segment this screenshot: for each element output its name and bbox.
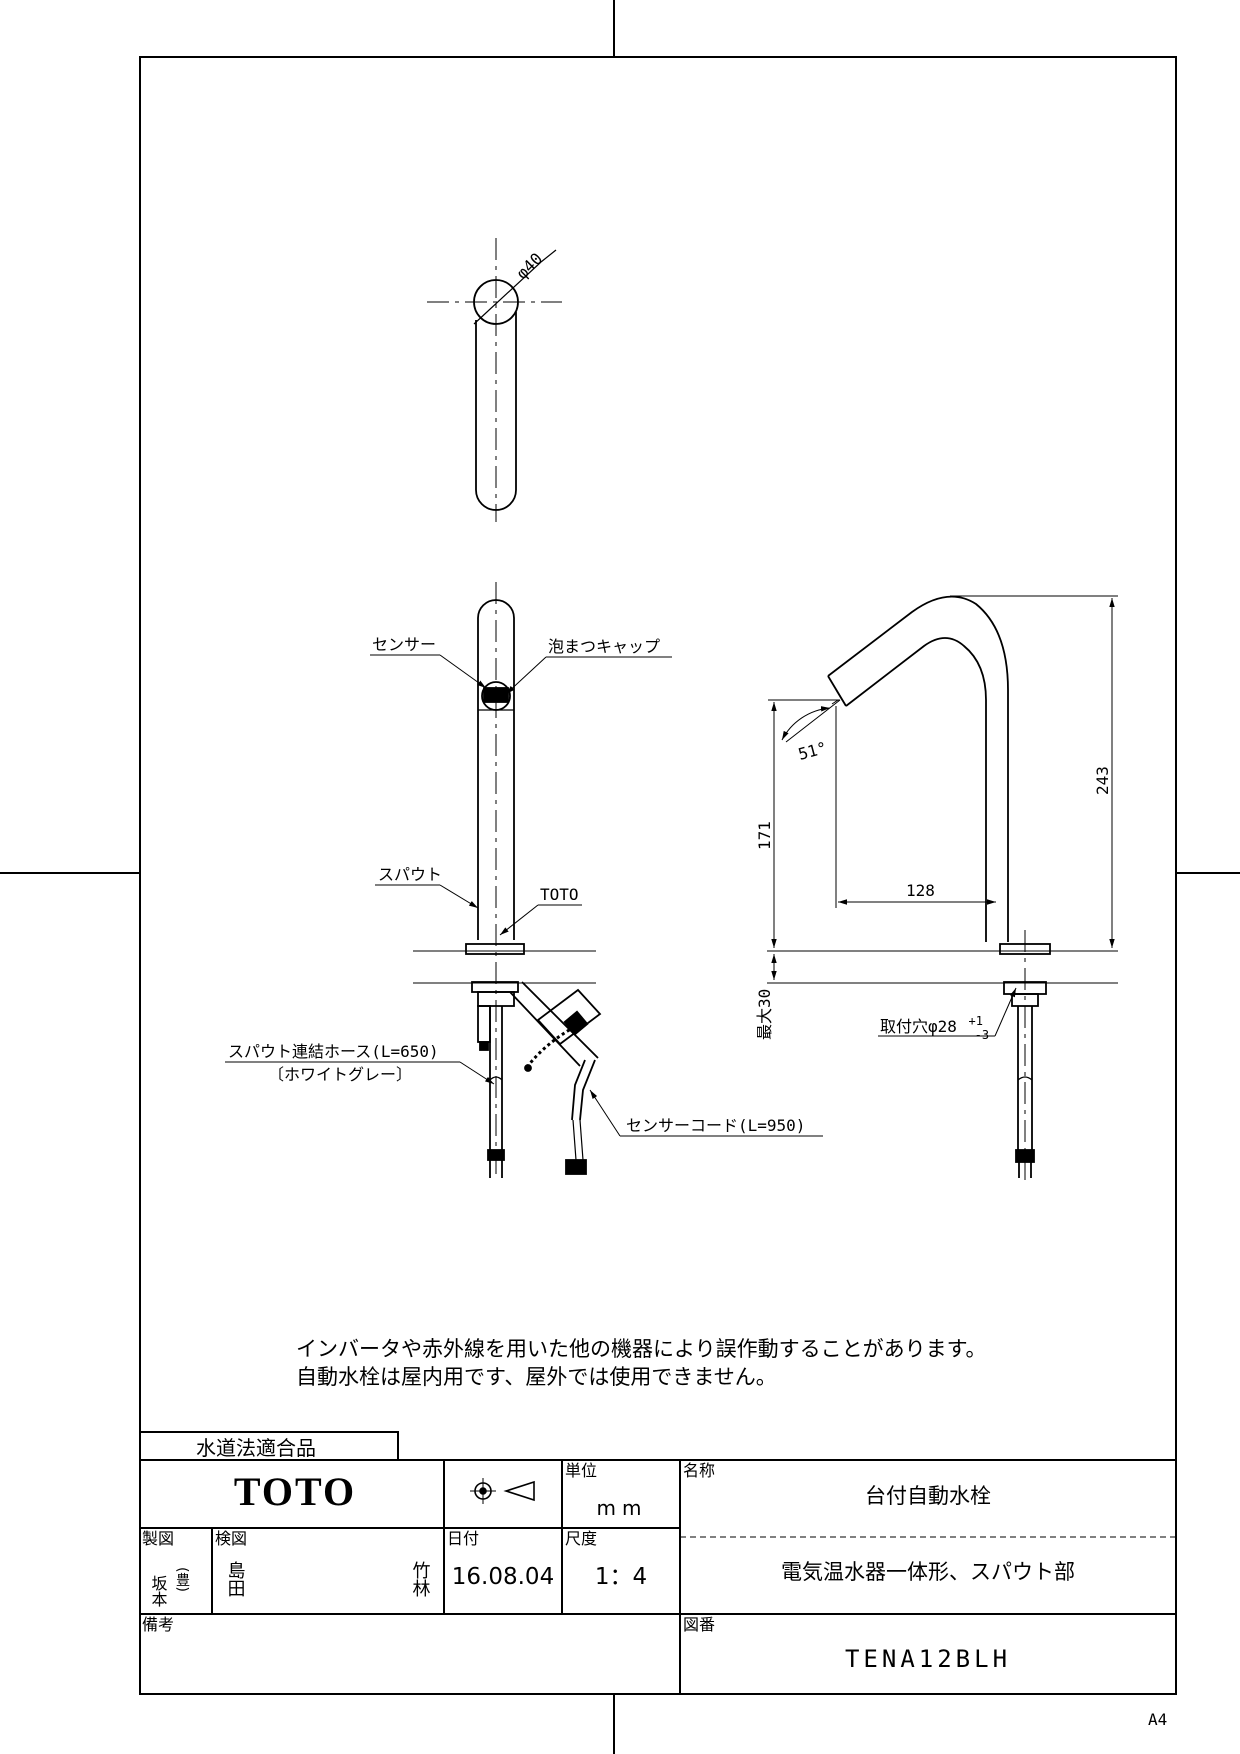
drawn-by-2: (豊) — [174, 1567, 190, 1592]
drawn-by-1: 坂本 — [149, 1575, 168, 1607]
dim-mount-hole-tol-plus: +1 — [969, 1014, 983, 1028]
side-dimensions — [768, 595, 1118, 1037]
scale-value: 1：4 — [595, 1564, 647, 1590]
unit-label: 単位 — [565, 1461, 597, 1480]
label-sensor: センサー — [372, 635, 436, 654]
checked-by-2: 竹林 — [410, 1561, 431, 1597]
dim-height-243: 243 — [1093, 766, 1112, 795]
label-aerator-cap: 泡まつキャップ — [548, 637, 660, 656]
dim-mount-hole-base: 取付穴φ28 — [880, 1017, 957, 1036]
note-line-1: インバータや赤外線を用いた他の機器により誤作動することがあります。 — [296, 1337, 986, 1361]
product-name: 台付自動水栓 — [865, 1484, 991, 1508]
checked-by-1: 島田 — [225, 1561, 246, 1597]
certification-label: 水道法適合品 — [196, 1436, 316, 1460]
drawing-no-label: 図番 — [683, 1615, 715, 1634]
note-line-2: 自動水栓は屋内用です、屋外では使用できません。 — [296, 1365, 777, 1389]
front-view — [413, 582, 602, 1180]
product-subtitle: 電気温水器一体形、スパウト部 — [781, 1560, 1075, 1584]
label-spout: スパウト — [378, 865, 442, 884]
drawing-number: TENA12BLH — [845, 1645, 1011, 1673]
dim-angle: 51° — [796, 738, 829, 764]
label-hose-length: スパウト連結ホース(L=650) — [228, 1042, 439, 1061]
top-view — [427, 238, 562, 522]
projection-symbol-icon — [470, 1478, 535, 1504]
dim-mount-hole: 取付穴φ28 +1 -3 — [880, 1010, 993, 1042]
unit-value: mm — [597, 1496, 648, 1520]
date-label: 日付 — [447, 1529, 479, 1548]
label-sensor-cord: センサーコード(L=950) — [626, 1116, 805, 1135]
scale-label: 尺度 — [565, 1529, 597, 1548]
label-hose-color: 〔ホワイトグレー〕 — [268, 1065, 412, 1084]
checked-label: 検図 — [215, 1529, 247, 1548]
dim-max-30: 最大30 — [755, 989, 774, 1040]
date-value: 16.08.04 — [452, 1564, 554, 1590]
remarks-label: 備考 — [142, 1615, 174, 1634]
dim-top-diameter: φ40 — [512, 249, 546, 283]
label-toto-mark: TOTO — [540, 885, 579, 904]
name-label: 名称 — [683, 1461, 715, 1480]
dim-reach-128: 128 — [906, 881, 935, 900]
brand-logo: TOTO — [234, 1469, 356, 1514]
dim-mount-hole-tol-minus: -3 — [975, 1028, 989, 1042]
title-block-lines — [139, 1431, 1176, 1694]
paper-size: A4 — [1148, 1710, 1167, 1729]
drawn-label: 製図 — [142, 1529, 174, 1548]
side-view — [767, 595, 1118, 1180]
dim-height-171: 171 — [755, 821, 774, 850]
front-leaders — [225, 654, 823, 1137]
